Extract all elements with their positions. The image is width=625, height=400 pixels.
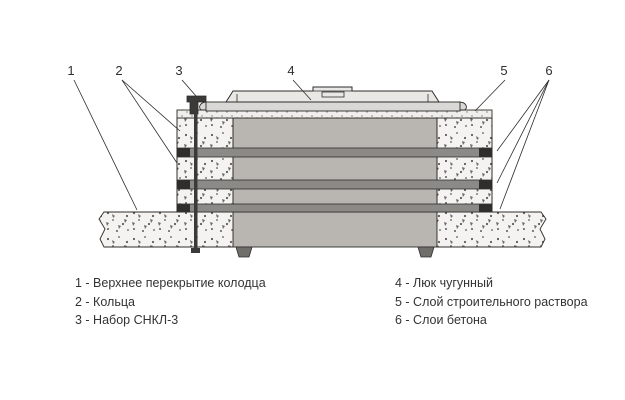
snkl3-set: [186, 95, 207, 253]
band1-seal-left: [177, 148, 190, 157]
callout-2: 2: [115, 63, 122, 78]
leader-6a: [496, 79, 550, 152]
concrete-band-2: [176, 179, 493, 190]
ring-wall-right: [436, 117, 493, 213]
legend-item-2: 2 - Кольца: [75, 294, 135, 309]
leader-lines: [73, 79, 550, 211]
callout-4: 4: [287, 63, 294, 78]
leader-3: [181, 79, 197, 97]
snkl3-anchor-rod: [194, 100, 198, 252]
leader-5: [474, 79, 506, 112]
leader-2a: [121, 79, 181, 132]
leader-2b: [121, 79, 178, 164]
concrete-band-1: [176, 147, 493, 158]
band1-seal-right: [479, 148, 492, 157]
leader-4: [292, 79, 312, 101]
legend-column-right: 4 - Люк чугунный 5 - Слой строительного …: [395, 274, 588, 330]
legend: 1 - Верхнее перекрытие колодца 2 - Кольц…: [0, 274, 625, 344]
slab-anchor-feet: [235, 246, 435, 258]
legend-item-5: 5 - Слой строительного раствора: [395, 294, 588, 309]
anchor-foot-right: [417, 246, 435, 258]
slab-middle-section: [232, 211, 438, 248]
band3-seal-right: [479, 204, 492, 212]
slab-right-section: [436, 211, 547, 248]
band2-seal-left: [177, 180, 190, 189]
band2-seal-right: [479, 180, 492, 189]
legend-column-left: 1 - Верхнее перекрытие колодца 2 - Кольц…: [75, 274, 266, 330]
leader-6c: [499, 79, 550, 210]
callout-6: 6: [545, 63, 552, 78]
well-top-slab: [98, 211, 547, 248]
callout-numbers: 1 2 3 4 5 6: [67, 63, 552, 78]
lid-slot: [321, 91, 345, 98]
ring-walls: [176, 117, 493, 213]
band3-seal-left: [177, 204, 190, 212]
hatch-frame-hook-right: [458, 101, 467, 111]
legend-item-1: 1 - Верхнее перекрытие колодца: [75, 276, 266, 290]
concrete-layer-bands: [176, 147, 493, 213]
concrete-band-3: [176, 203, 493, 213]
legend-item-4: 4 - Люк чугунный: [395, 276, 493, 290]
shaft-interior: [232, 117, 438, 213]
callout-1: 1: [67, 63, 74, 78]
well-cross-section-drawing: 1 2 3 4 5 6: [67, 63, 553, 258]
legend-item-3: 3 - Набор СНКЛ-3: [75, 313, 179, 327]
snkl3-rod-nut: [191, 248, 200, 253]
leader-6b: [496, 79, 550, 184]
legend-item-6: 6 - Слои бетона: [395, 313, 487, 327]
ring-wall-left: [176, 117, 234, 213]
callout-3: 3: [175, 63, 182, 78]
callout-5: 5: [500, 63, 507, 78]
anchor-foot-left: [235, 246, 253, 258]
cast-iron-hatch: [199, 86, 467, 112]
hatch-lid: [225, 86, 440, 103]
leader-1: [73, 79, 138, 211]
hatch-frame: [205, 101, 461, 112]
slab-left-section: [98, 211, 234, 248]
